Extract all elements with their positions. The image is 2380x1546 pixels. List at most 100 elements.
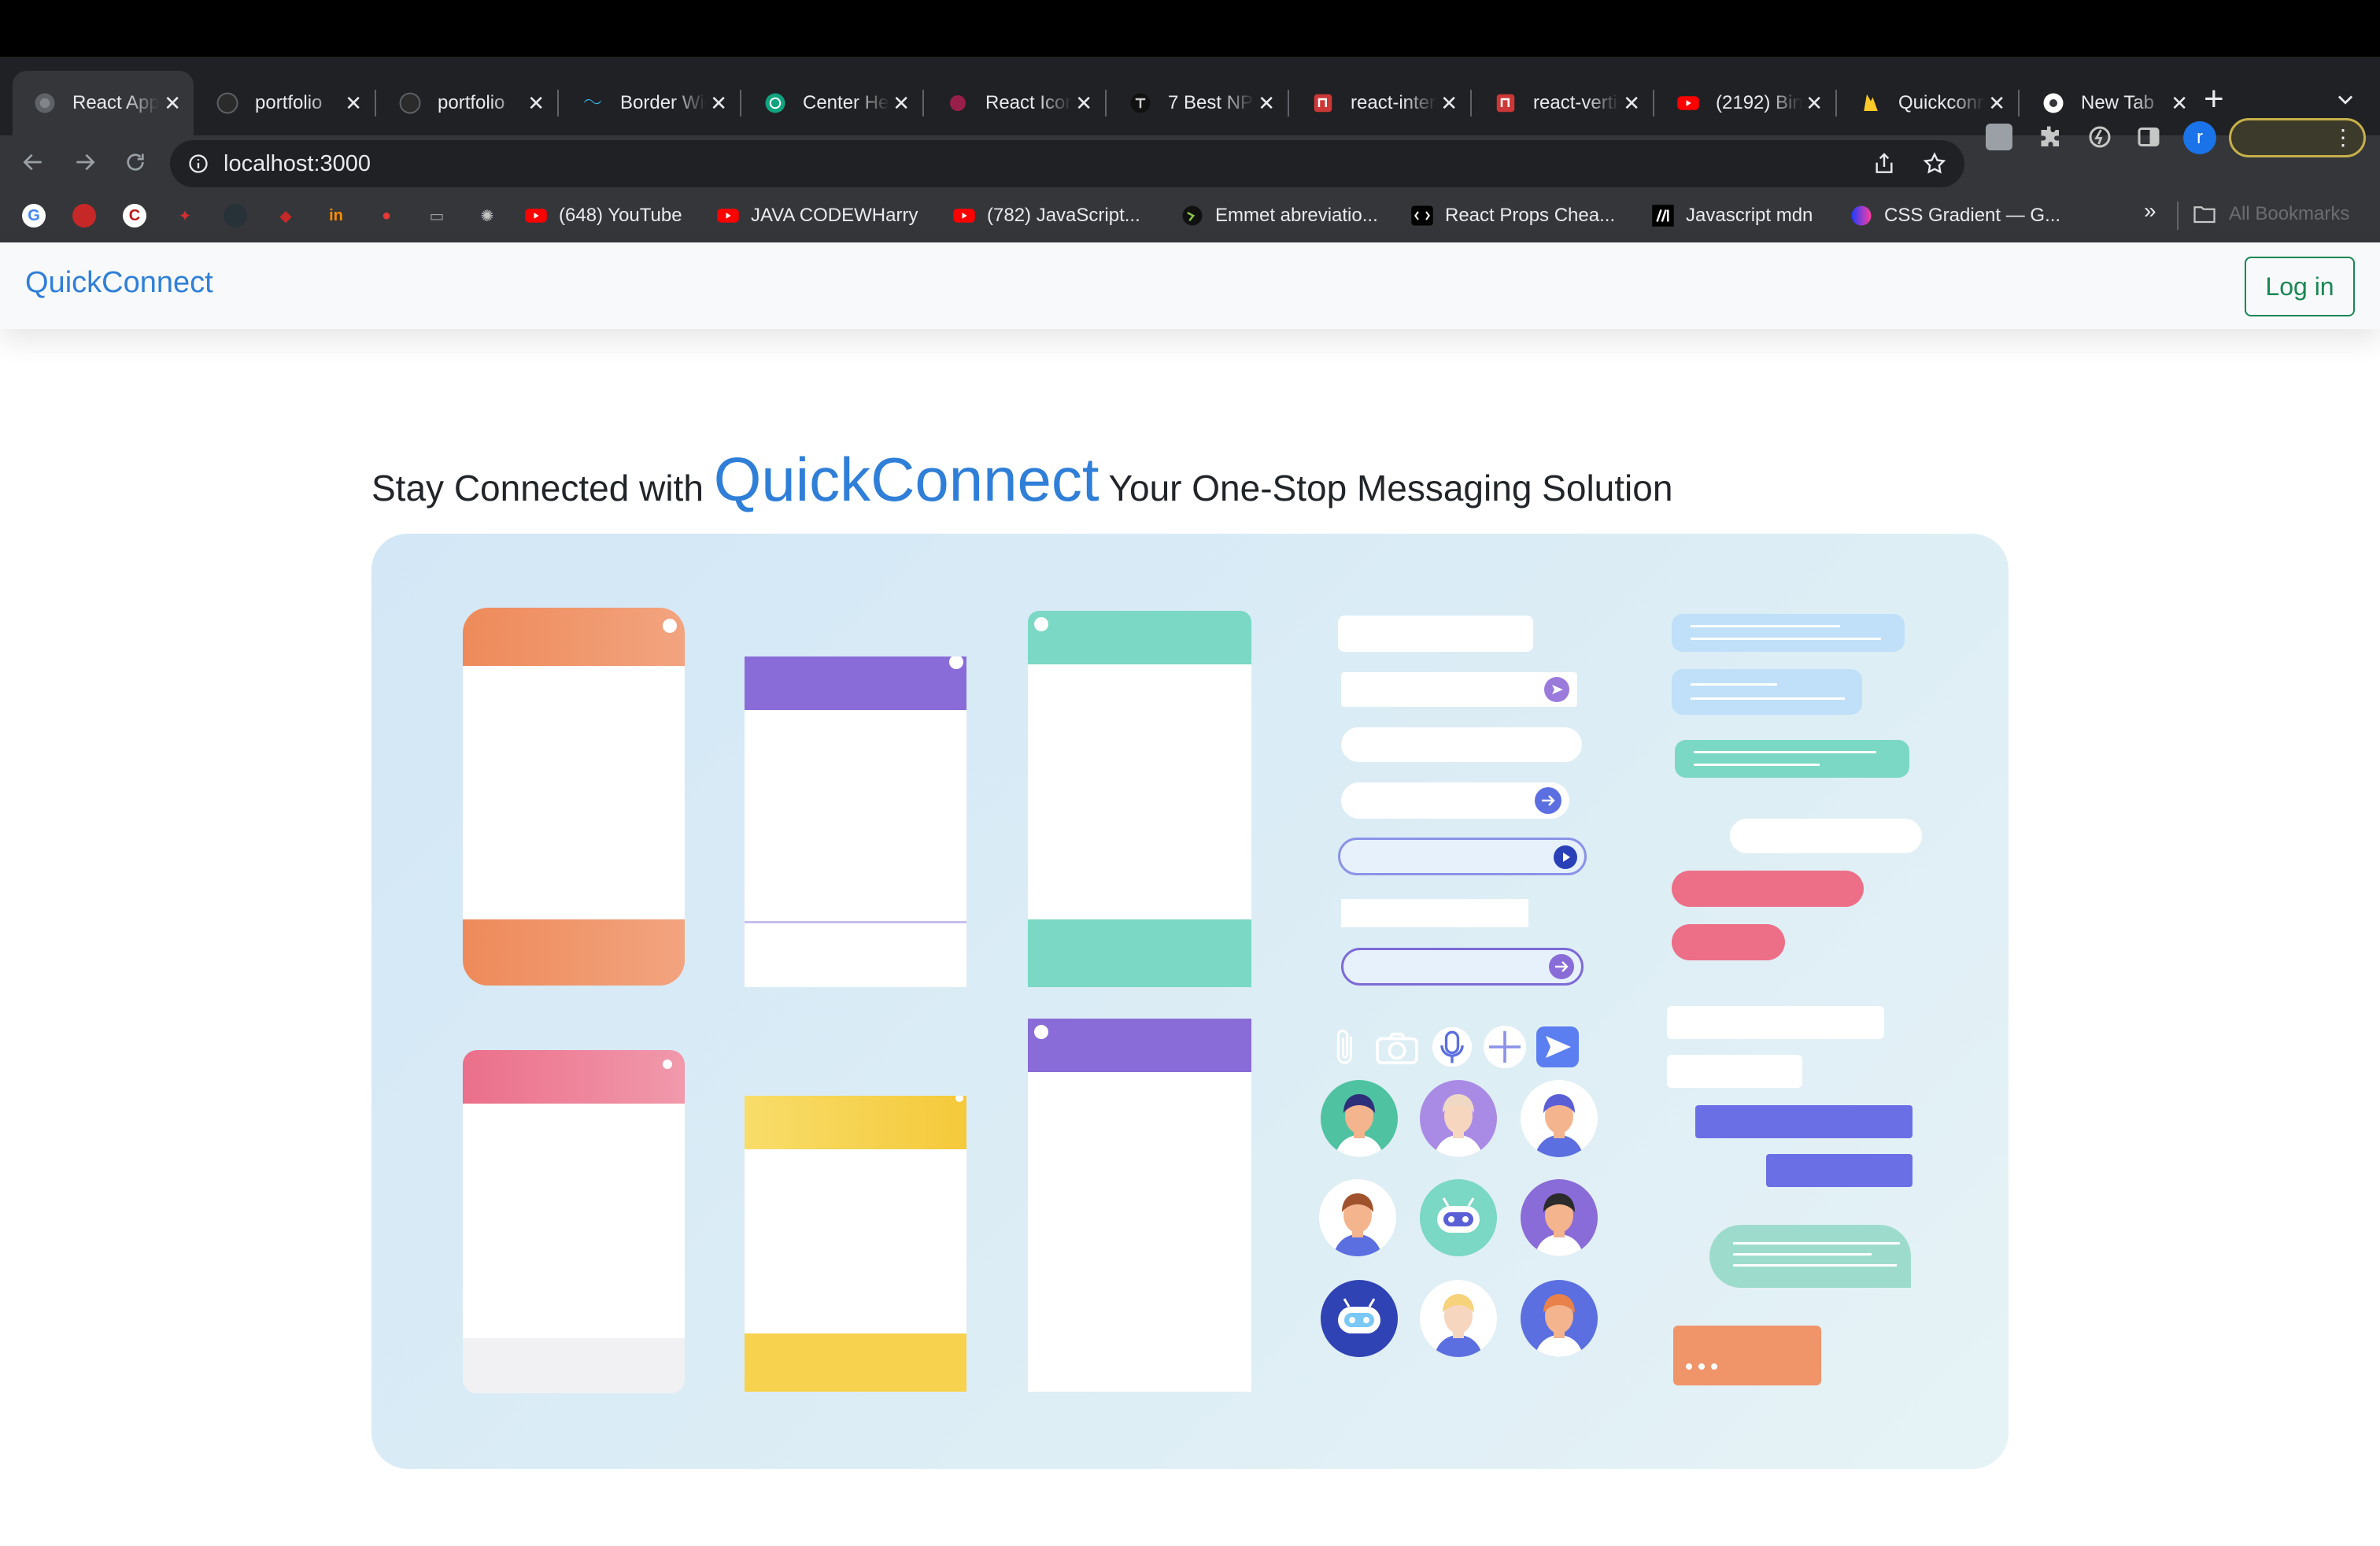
tab-close-icon[interactable]: ✕: [164, 91, 181, 115]
browser-tab[interactable]: portfolio✕: [195, 71, 376, 135]
app-icon[interactable]: [72, 202, 107, 230]
new-tab-button[interactable]: +: [2204, 80, 2224, 118]
browser-tab[interactable]: Border Width✕: [560, 71, 741, 135]
bookmark-item[interactable]: JAVA CODEWHarry: [716, 202, 918, 230]
side-panel-icon[interactable]: [2134, 123, 2163, 151]
profile-avatar[interactable]: r: [2183, 121, 2216, 154]
tab-close-icon[interactable]: ✕: [527, 91, 545, 115]
chrome-icon: [2042, 91, 2065, 115]
browser-tab[interactable]: (2192) Bingo✕: [1656, 71, 1837, 135]
bookmark-label: Emmet abreviatio...: [1215, 205, 1378, 226]
browser-tab[interactable]: React App✕: [13, 71, 194, 135]
in-icon-glyph: in: [324, 204, 348, 227]
youtube-icon: [716, 204, 740, 227]
forward-button[interactable]: [68, 145, 102, 179]
bookmark-item[interactable]: Javascript mdn: [1651, 202, 1813, 230]
bookmark-item[interactable]: CSS Gradient — G...: [1850, 202, 2060, 230]
avatar-woman-headset: [1420, 1080, 1497, 1157]
window-header: [463, 608, 685, 666]
more-bookmarks-button[interactable]: »: [2144, 198, 2156, 223]
send-arrow-icon: [1549, 954, 1574, 979]
performance-icon[interactable]: [2086, 123, 2114, 151]
tab-close-icon[interactable]: ✕: [710, 91, 727, 115]
window-header: [745, 656, 966, 710]
c-logo-icon[interactable]: C: [123, 202, 157, 230]
mdn-icon: [1651, 204, 1675, 227]
tab-separator: [740, 90, 741, 117]
tab-close-icon[interactable]: ✕: [1440, 91, 1458, 115]
bookmark-item[interactable]: (648) YouTube: [524, 202, 682, 230]
tab-separator: [1835, 90, 1837, 117]
bookmark-item[interactable]: Emmet abreviatio...: [1181, 202, 1378, 230]
bubble-text-line: [1694, 764, 1820, 766]
hero-title: Stay Connected with QuickConnect Your On…: [371, 444, 1672, 516]
browser-tab[interactable]: Quickconnect✕: [1839, 71, 2020, 135]
chat-window-purple: [745, 656, 966, 987]
chatgpt-icon: [763, 91, 787, 115]
in-icon[interactable]: in: [324, 202, 359, 230]
back-button[interactable]: [16, 145, 50, 179]
maple-icon[interactable]: ✦: [173, 202, 208, 230]
brand-link[interactable]: QuickConnect: [25, 266, 213, 299]
cube-icon[interactable]: ◆: [274, 202, 309, 230]
address-bar[interactable]: localhost:3000: [170, 140, 1964, 187]
tab-close-icon[interactable]: ✕: [893, 91, 910, 115]
tab-close-icon[interactable]: ✕: [1805, 91, 1823, 115]
browser-tab[interactable]: portfolio ✕: [378, 71, 559, 135]
all-bookmarks-button[interactable]: All Bookmarks: [2193, 203, 2349, 225]
browser-tab[interactable]: react-vertical✕: [1473, 71, 1654, 135]
browser-tab[interactable]: New Tab ✕: [2021, 71, 2201, 135]
bookmark-label: Javascript mdn: [1686, 205, 1813, 226]
input-field-mock: [1338, 838, 1587, 875]
chat-window-teal: [1028, 611, 1251, 987]
tab-search-chevron-icon[interactable]: [2334, 88, 2356, 110]
chat-window-orange: [463, 608, 685, 986]
chat-bubble-light-blue: [1672, 669, 1862, 715]
tab-close-icon[interactable]: ✕: [1258, 91, 1275, 115]
bubble-text-line: [1691, 697, 1845, 700]
tab-title: Center Hero: [803, 92, 889, 113]
tab-close-icon[interactable]: ✕: [1623, 91, 1640, 115]
ball-icon-glyph: ●: [375, 204, 398, 227]
terminal-icon[interactable]: [224, 202, 258, 230]
window-header: [745, 1096, 966, 1149]
bookmark-item[interactable]: (782) JavaScript...: [952, 202, 1140, 230]
bookmark-star-icon[interactable]: [1922, 151, 1947, 176]
tv-icon[interactable]: ▭: [425, 202, 460, 230]
tab-close-icon[interactable]: ✕: [345, 91, 362, 115]
share-icon[interactable]: [1872, 151, 1897, 176]
chat-window-yellow: [745, 1096, 966, 1392]
tab-title: portfolio: [438, 92, 505, 113]
browser-tab[interactable]: react-intersection✕: [1291, 71, 1472, 135]
url-text: localhost:3000: [224, 151, 371, 176]
window-close-icon: [948, 656, 965, 671]
login-button[interactable]: Log in: [2245, 257, 2355, 316]
bubble-text-line: [1691, 625, 1840, 627]
tab-title: (2192) Bingo: [1716, 92, 1802, 113]
camera-icon: [1376, 1032, 1418, 1065]
send-icon: [1544, 677, 1569, 702]
tab-title: New Tab: [2081, 92, 2154, 113]
browser-tab[interactable]: 7 Best NPM✕: [1108, 71, 1289, 135]
puzzle-extensions-icon[interactable]: [2035, 123, 2064, 151]
tab-title: React App: [72, 92, 159, 113]
chat-bubble-teal: [1675, 740, 1909, 778]
bookmark-item[interactable]: React Props Chea...: [1410, 202, 1615, 230]
chat-bubble-white: [1667, 1006, 1884, 1039]
tab-separator: [557, 90, 559, 117]
window-header: [1028, 1019, 1251, 1072]
kebab-menu-icon[interactable]: ⋮: [2332, 125, 2354, 150]
spinner-icon[interactable]: ✺: [475, 202, 510, 230]
ball-icon[interactable]: ●: [375, 202, 409, 230]
extension-badge-icon[interactable]: [1985, 123, 2013, 151]
arrow-right-icon: [76, 153, 95, 171]
site-info-icon[interactable]: [187, 153, 209, 175]
google-icon[interactable]: G: [22, 202, 57, 230]
update-button[interactable]: ⋮: [2229, 118, 2366, 157]
tab-close-icon[interactable]: ✕: [1988, 91, 2005, 115]
tab-close-icon[interactable]: ✕: [2171, 91, 2188, 115]
browser-tab[interactable]: Center Hero✕: [743, 71, 924, 135]
browser-tab[interactable]: React Icons✕: [926, 71, 1107, 135]
tab-close-icon[interactable]: ✕: [1075, 91, 1092, 115]
reload-button[interactable]: [118, 145, 153, 179]
